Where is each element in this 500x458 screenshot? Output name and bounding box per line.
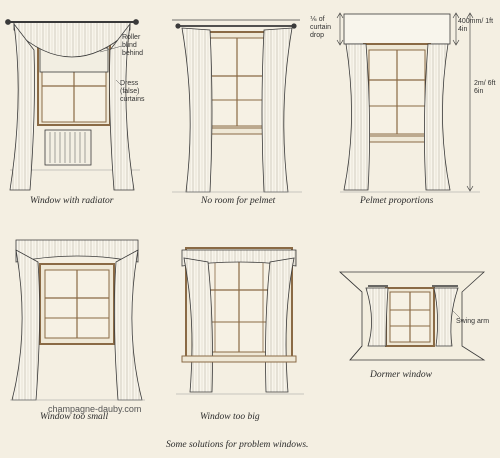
panel-window-too-big bbox=[176, 247, 304, 395]
caption-pelmet-proportions: Pelmet proportions bbox=[360, 196, 434, 206]
note-swing-arm: Swing arm bbox=[456, 318, 490, 325]
note-roller-blind: Roller blind behind bbox=[122, 34, 144, 57]
note-pelmet-fraction: ⅙ of curtain drop bbox=[310, 16, 332, 39]
caption-dormer-window: Dormer window bbox=[370, 370, 433, 380]
panel-window-with-radiator bbox=[5, 19, 140, 191]
caption-window-too-small: Window too small bbox=[40, 412, 109, 422]
panel-pelmet-proportions bbox=[336, 12, 480, 193]
note-dress-curtains: Dress (false) curtains bbox=[120, 80, 145, 103]
panel-window-too-small bbox=[10, 239, 145, 401]
watermark: champagne-dauby.com bbox=[48, 404, 142, 414]
figure-caption: Some solutions for problem windows. bbox=[166, 440, 309, 450]
caption-no-room-for-pelmet: No room for pelmet bbox=[201, 196, 276, 206]
caption-window-with-radiator: Window with radiator bbox=[30, 196, 114, 206]
caption-window-too-big: Window too big bbox=[200, 412, 260, 422]
panel-no-room-for-pelmet bbox=[172, 19, 302, 193]
note-drop-height: 2m/ 6ft 6in bbox=[474, 80, 496, 95]
note-pelmet-height: 400mm/ 1ft 4in bbox=[458, 18, 494, 33]
panel-dormer-window bbox=[338, 271, 486, 361]
